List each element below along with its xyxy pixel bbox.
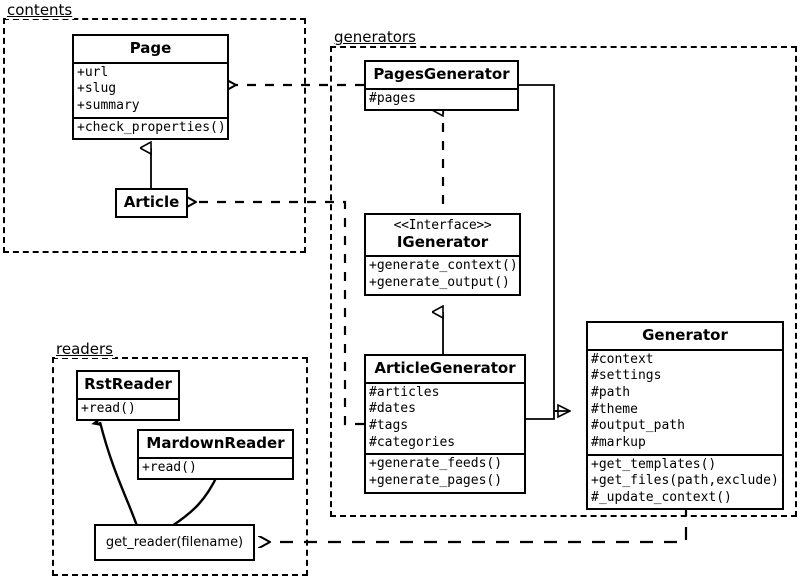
- attribute: +slug: [77, 81, 117, 97]
- operation: +read(): [142, 459, 197, 475]
- class-igenerator[interactable]: <<Interface>> IGenerator +generate_conte…: [364, 213, 521, 296]
- operation: +get_files(path,exclude): [591, 473, 779, 489]
- class-pagesgenerator[interactable]: PagesGenerator #pages: [364, 60, 519, 112]
- class-pagesgenerator-attributes: #pages: [366, 87, 517, 110]
- class-page[interactable]: Page +url +slug +summary +check_properti…: [72, 34, 229, 141]
- operation: +generate_feeds(): [369, 456, 503, 472]
- class-rstreader[interactable]: RstReader +read(): [76, 370, 180, 422]
- class-igenerator-name: IGenerator: [396, 232, 489, 251]
- attribute: #tags: [369, 418, 409, 434]
- class-article-title: Article: [123, 193, 180, 211]
- operation: +check_properties(): [77, 119, 226, 135]
- class-rstreader-title: RstReader: [84, 375, 172, 393]
- attribute: #context: [591, 351, 654, 367]
- class-article[interactable]: Article: [115, 188, 188, 218]
- attribute: #pages: [369, 90, 416, 106]
- attribute: #output_path: [591, 418, 685, 434]
- class-mardownreader-operations: +read(): [139, 456, 292, 479]
- package-readers-label: readers: [55, 340, 115, 358]
- attribute: +url: [77, 64, 109, 80]
- attribute: #markup: [591, 434, 646, 450]
- class-articlegenerator-operations: +generate_feeds() +generate_pages(): [366, 453, 524, 491]
- class-igenerator-operations: +generate_context() +generate_output(): [366, 255, 519, 293]
- class-articlegenerator-title: ArticleGenerator: [374, 359, 516, 377]
- attribute: #dates: [369, 401, 416, 417]
- class-mardownreader-title: MardownReader: [146, 434, 285, 452]
- class-igenerator-stereotype: <<Interface>>: [393, 218, 492, 233]
- attribute: #theme: [591, 401, 638, 417]
- package-contents: [3, 18, 306, 253]
- package-readers: [52, 357, 308, 576]
- operation: +generate_pages(): [369, 472, 503, 488]
- class-rstreader-operations: +read(): [78, 397, 178, 420]
- class-articlegenerator[interactable]: ArticleGenerator #articles #dates #tags …: [364, 354, 526, 494]
- class-mardownreader[interactable]: MardownReader +read(): [137, 429, 294, 481]
- class-generator-operations: +get_templates() +get_files(path,exclude…: [588, 453, 782, 509]
- package-generators-label: generators: [333, 28, 418, 46]
- class-articlegenerator-attributes: #articles #dates #tags #categories: [366, 381, 524, 454]
- function-get-reader-label: get_reader(filename): [105, 535, 244, 550]
- function-get-reader[interactable]: get_reader(filename): [94, 524, 255, 561]
- class-generator-attributes: #context #settings #path #theme #output_…: [588, 348, 782, 454]
- package-generators: [330, 46, 797, 517]
- class-page-title: Page: [129, 39, 172, 57]
- attribute: #path: [591, 385, 631, 401]
- operation: +generate_context(): [369, 258, 518, 274]
- package-contents-label: contents: [6, 1, 75, 19]
- class-page-attributes: +url +slug +summary: [74, 61, 227, 117]
- attribute: #articles: [369, 384, 440, 400]
- attribute: #settings: [591, 368, 662, 384]
- attribute: +summary: [77, 98, 140, 114]
- class-generator-title: Generator: [642, 326, 728, 344]
- class-pagesgenerator-title: PagesGenerator: [373, 65, 510, 83]
- operation: +generate_output(): [369, 274, 510, 290]
- class-igenerator-title: <<Interface>> IGenerator: [366, 215, 519, 255]
- class-page-operations: +check_properties(): [74, 116, 227, 139]
- class-generator[interactable]: Generator #context #settings #path #them…: [586, 321, 784, 511]
- attribute: #categories: [369, 434, 456, 450]
- operation: #_update_context(): [591, 489, 732, 505]
- operation: +read(): [81, 400, 136, 416]
- operation: +get_templates(): [591, 456, 717, 472]
